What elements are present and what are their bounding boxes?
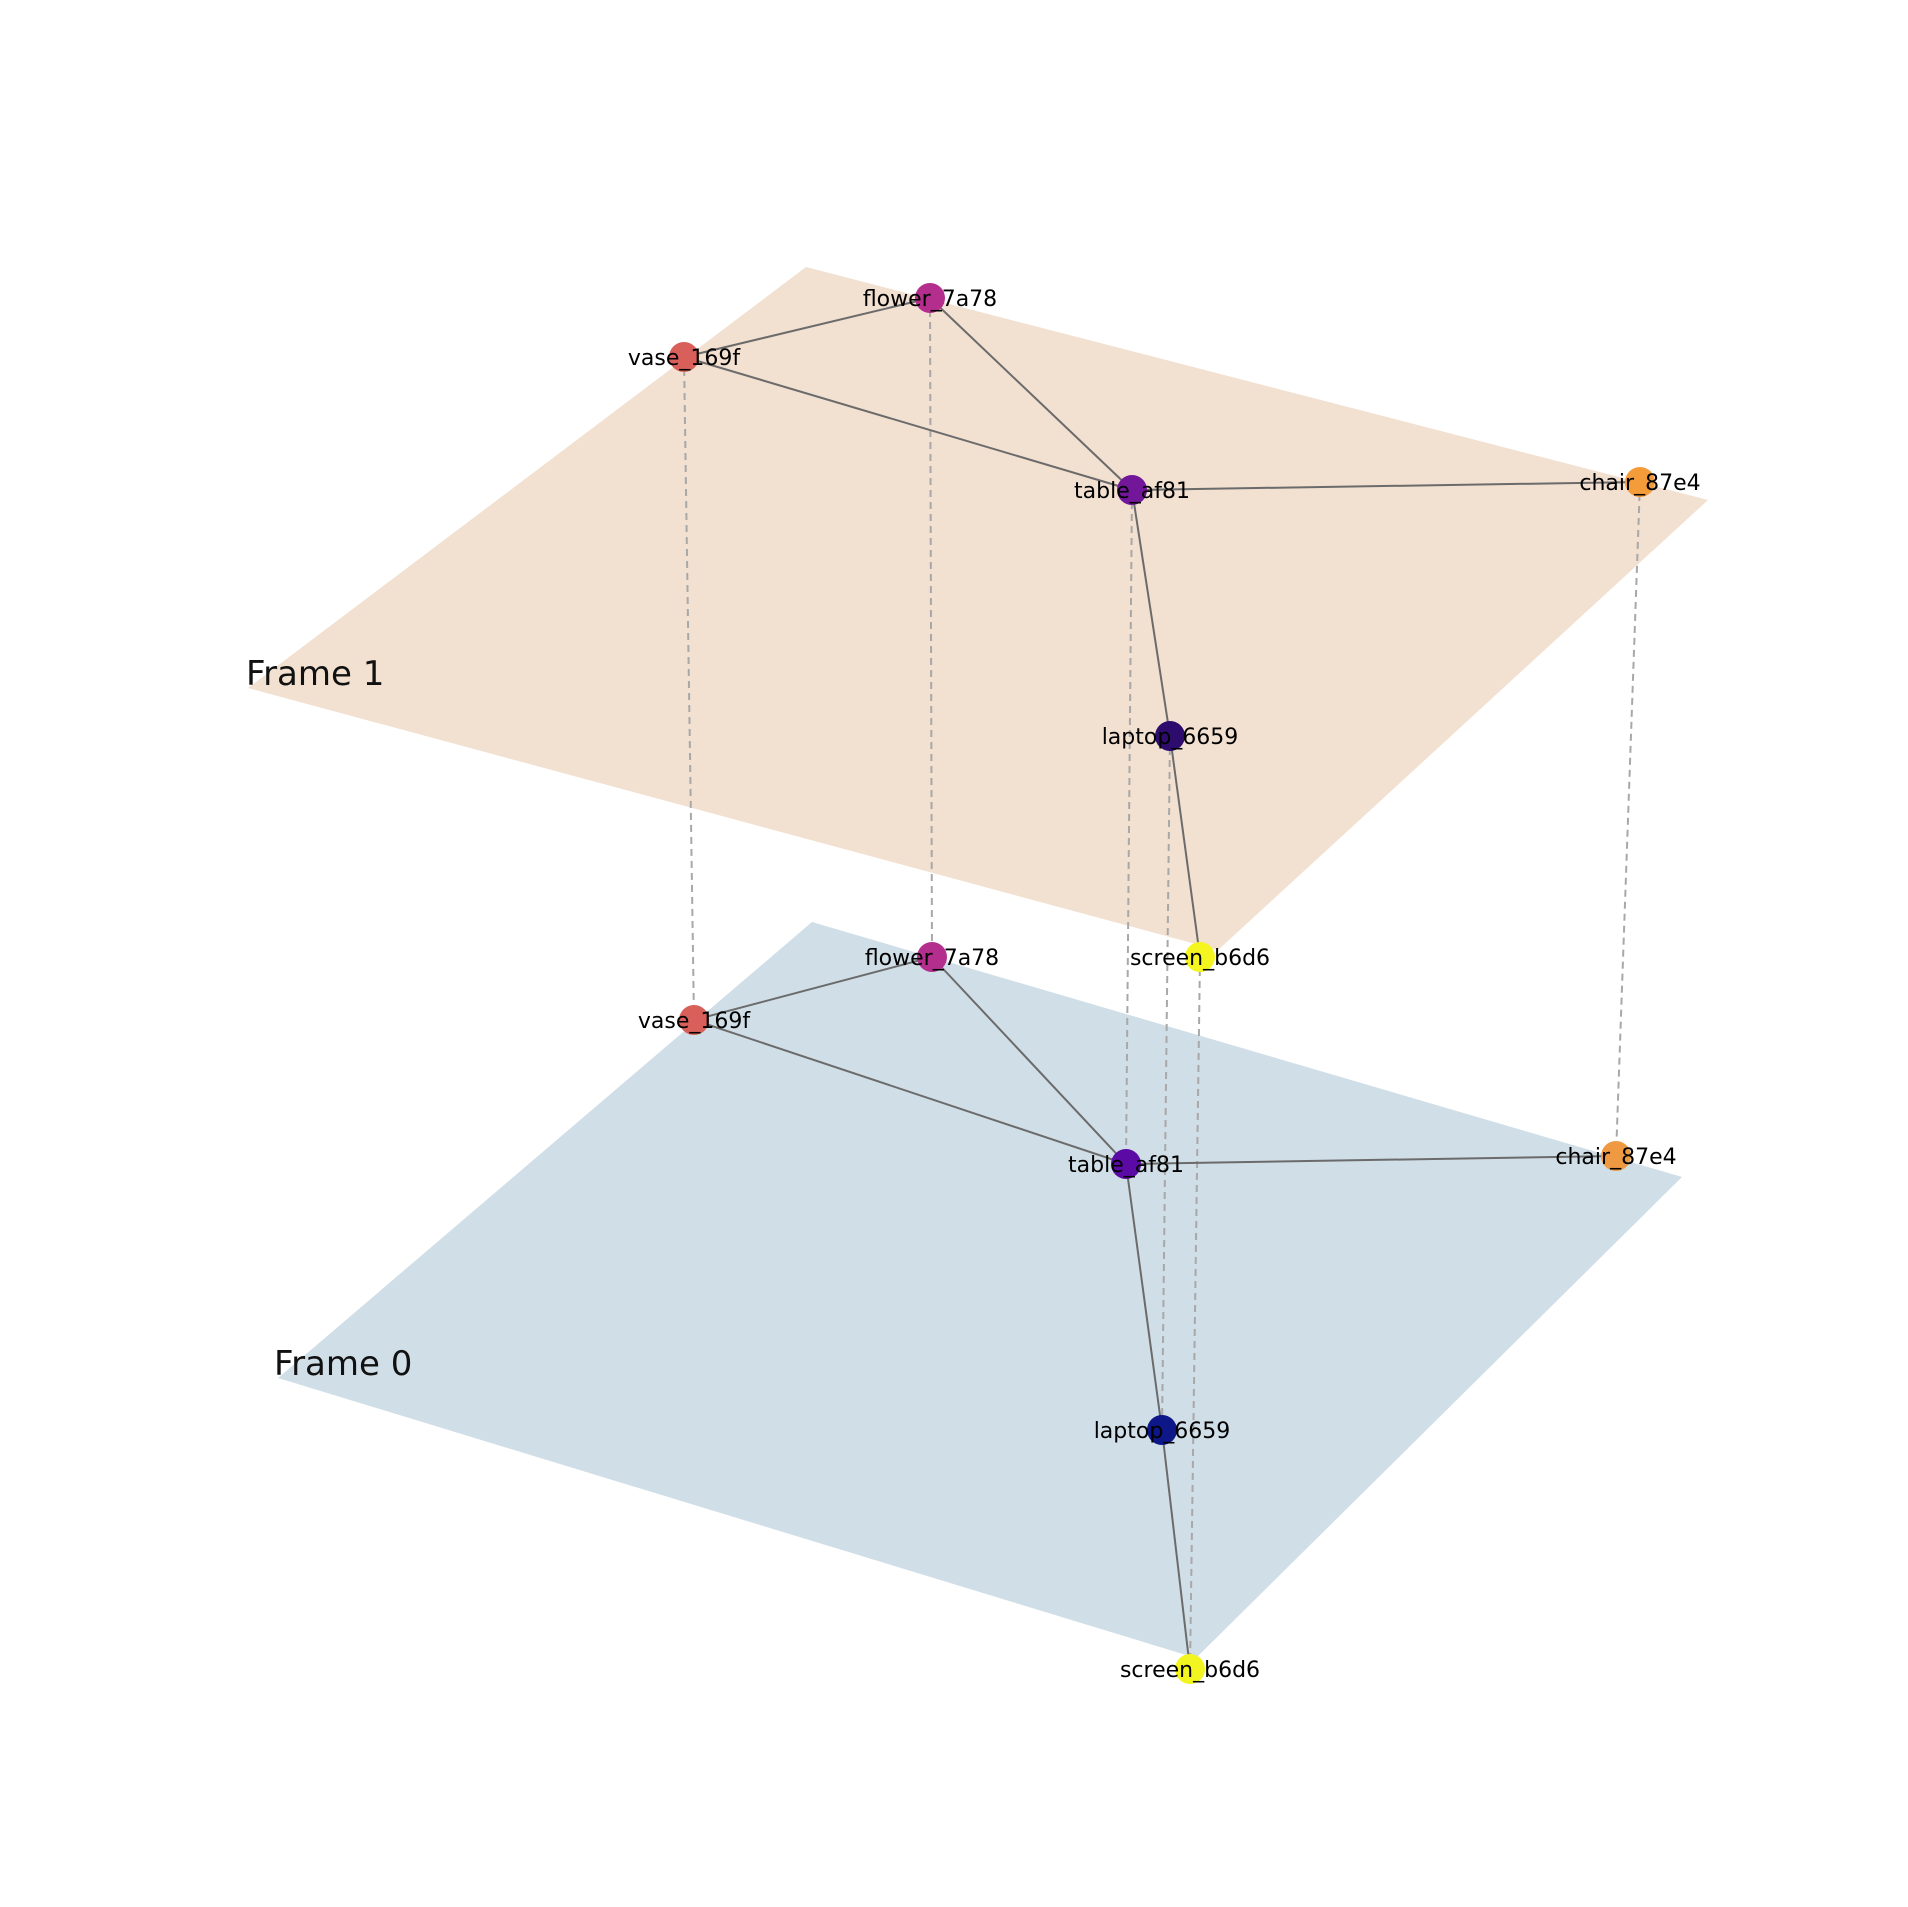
- frame-1-label: Frame 1: [246, 654, 384, 694]
- node-label-f1-laptop_6659: laptop_6659: [1102, 725, 1239, 750]
- node-f0-chair_87e4[interactable]: [1601, 1141, 1631, 1171]
- edge-f0-table_af81-laptop_6659: [1125, 1163, 1163, 1431]
- frame-0-plane: [278, 922, 1682, 1658]
- cross-frame-links: [683, 297, 1641, 1670]
- link-screen_b6d6: [1189, 956, 1201, 1670]
- graph-edges: [683, 297, 1641, 1670]
- node-label-f1-vase_169f: vase_169f: [628, 346, 741, 371]
- link-chair_87e4: [1615, 481, 1641, 1157]
- node-f1-screen_b6d6[interactable]: [1185, 942, 1215, 972]
- edge-f1-vase_169f-flower_7a78: [683, 297, 931, 358]
- edge-f1-laptop_6659-screen_b6d6: [1169, 735, 1201, 958]
- node-label-f1-chair_87e4: chair_87e4: [1579, 471, 1700, 496]
- node-label-f0-vase_169f: vase_169f: [638, 1009, 751, 1034]
- graph-nodes: [669, 283, 1655, 1684]
- node-label-f0-table_af81: table_af81: [1068, 1153, 1184, 1178]
- edge-f0-table_af81-chair_87e4: [1125, 1155, 1617, 1165]
- frame-1-plane: [248, 267, 1708, 950]
- node-f0-table_af81[interactable]: [1111, 1149, 1141, 1179]
- node-label-f1-flower_7a78: flower_7a78: [863, 287, 997, 312]
- edge-f1-flower_7a78-table_af81: [929, 297, 1133, 491]
- node-f1-table_af81[interactable]: [1117, 475, 1147, 505]
- node-label-f0-chair_87e4: chair_87e4: [1555, 1145, 1676, 1170]
- node-f1-laptop_6659[interactable]: [1155, 721, 1185, 751]
- edge-f0-laptop_6659-screen_b6d6: [1161, 1429, 1191, 1670]
- node-f1-chair_87e4[interactable]: [1625, 467, 1655, 497]
- frame-0-label: Frame 0: [274, 1344, 412, 1384]
- link-flower_7a78: [929, 297, 933, 958]
- node-label-f0-laptop_6659: laptop_6659: [1094, 1419, 1231, 1444]
- edge-f0-vase_169f-flower_7a78: [693, 956, 933, 1021]
- node-label-f1-screen_b6d6: screen_b6d6: [1130, 946, 1270, 971]
- node-f0-laptop_6659[interactable]: [1147, 1415, 1177, 1445]
- node-f1-flower_7a78[interactable]: [915, 283, 945, 313]
- frame-planes: [248, 267, 1708, 1658]
- edge-f1-table_af81-laptop_6659: [1131, 489, 1171, 737]
- node-labels: flower_7a78 vase_169f table_af81 chair_87e4…: [628, 287, 1701, 1683]
- node-f0-flower_7a78[interactable]: [917, 942, 947, 972]
- link-vase_169f: [683, 356, 695, 1021]
- edge-f1-table_af81-chair_87e4: [1131, 481, 1641, 491]
- node-label-f0-screen_b6d6: screen_b6d6: [1120, 1658, 1260, 1683]
- node-label-f0-flower_7a78: flower_7a78: [865, 946, 999, 971]
- node-f0-vase_169f[interactable]: [679, 1005, 709, 1035]
- link-laptop_6659: [1161, 735, 1171, 1431]
- node-f0-screen_b6d6[interactable]: [1175, 1654, 1205, 1684]
- frame-labels: Frame 0 Frame 1: [246, 654, 412, 1384]
- link-table_af81: [1125, 489, 1133, 1165]
- node-label-f1-table_af81: table_af81: [1074, 479, 1190, 504]
- edge-f0-vase_169f-table_af81: [693, 1019, 1127, 1165]
- edge-f0-flower_7a78-table_af81: [931, 956, 1127, 1165]
- edge-f1-vase_169f-table_af81: [683, 356, 1133, 491]
- node-f1-vase_169f[interactable]: [669, 342, 699, 372]
